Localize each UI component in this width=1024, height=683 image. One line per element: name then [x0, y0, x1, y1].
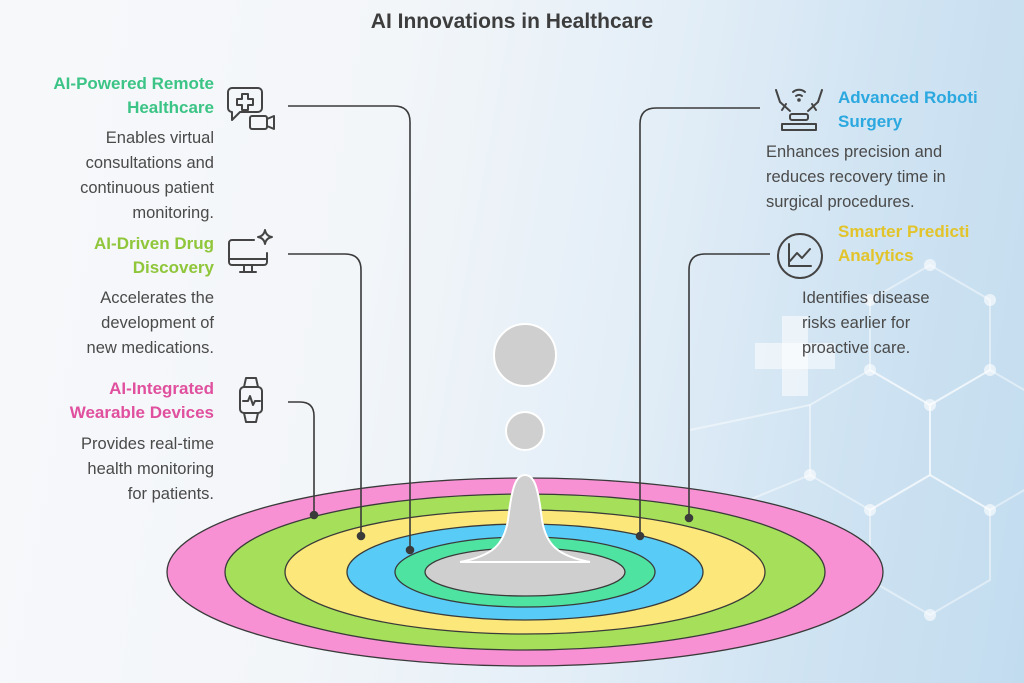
drug-discovery-heading: AI-Driven Drug Discovery	[14, 232, 214, 280]
robotic-heading-line-2: Surgery	[838, 112, 903, 131]
remote-desc-line-2: consultations and	[85, 154, 214, 172]
connector-predictive	[688, 253, 770, 518]
robotic-surgery-description: Enhances precision and reduces recovery …	[766, 140, 1006, 215]
connector-remote	[288, 105, 411, 550]
wearable-heading-line-2: Wearable Devices	[69, 403, 214, 422]
robotic-desc-line-1: Enhances precision and	[766, 143, 943, 161]
remote-heading-line-2: Healthcare	[127, 98, 214, 117]
predictive-heading-line-2: Analytics	[838, 246, 914, 265]
wearable-heading-line-1: AI-Integrated	[109, 379, 214, 398]
robotic-desc-line-3: surgical procedures.	[766, 193, 915, 211]
remote-desc-line-4: monitoring.	[132, 204, 214, 222]
connector-dot-predictive	[684, 513, 694, 523]
robotic-arm-icon	[775, 88, 823, 131]
drug-desc-line-3: new medications.	[86, 339, 214, 357]
predictive-desc-line-3: proactive care.	[802, 339, 911, 357]
remote-desc-line-1: Enables virtual	[105, 129, 214, 147]
robotic-desc-line-2: reduces recovery time in	[766, 168, 946, 186]
connector-drug	[288, 253, 362, 536]
drug-desc-line-1: Accelerates the	[100, 289, 214, 307]
wearable-devices-heading: AI-Integrated Wearable Devices	[14, 377, 214, 425]
connector-robotic	[639, 107, 760, 536]
drop-circle-small	[505, 411, 545, 451]
robotic-heading-line-1: Advanced Roboti	[838, 88, 978, 107]
drop-circle-large	[493, 323, 557, 387]
predictive-analytics-description: Identifies disease risks earlier for pro…	[802, 286, 1002, 361]
connector-wearable	[288, 401, 315, 515]
remote-desc-line-3: continuous patient	[80, 179, 214, 197]
monitor-sparkle-icon	[228, 229, 273, 273]
wearable-desc-line-3: for patients.	[127, 485, 214, 503]
predictive-desc-line-1: Identifies disease	[802, 289, 930, 307]
drug-heading-line-2: Discovery	[132, 258, 214, 277]
connector-dot-drug	[356, 531, 366, 541]
predictive-heading-line-1: Smarter Predicti	[838, 222, 970, 241]
medical-cross-decoration	[755, 316, 835, 396]
robotic-surgery-heading: Advanced Roboti Surgery	[838, 86, 992, 134]
page-title: AI Innovations in Healthcare	[370, 10, 654, 33]
remote-healthcare-heading: AI-Powered Remote Healthcare	[14, 72, 214, 120]
connector-dot-wearable	[309, 510, 319, 520]
predictive-desc-line-2: risks earlier for	[802, 314, 911, 332]
remote-heading-line-1: AI-Powered Remote	[53, 74, 214, 93]
drug-heading-line-1: AI-Driven Drug	[94, 234, 214, 253]
wearable-desc-line-1: Provides real-time	[81, 435, 214, 453]
telehealth-icon	[227, 87, 275, 130]
drug-desc-line-2: development of	[101, 314, 214, 332]
smartwatch-icon	[239, 377, 263, 423]
wearable-desc-line-2: health monitoring	[87, 460, 214, 478]
predictive-analytics-heading: Smarter Predicti Analytics	[838, 220, 992, 268]
connector-dot-remote	[405, 545, 415, 555]
line-chart-icon	[777, 233, 823, 279]
drug-discovery-description: Accelerates the development of new medic…	[14, 286, 214, 361]
wearable-devices-description: Provides real-time health monitoring for…	[14, 432, 214, 507]
connector-dot-robotic	[635, 531, 645, 541]
drop-splash	[459, 473, 591, 563]
remote-healthcare-description: Enables virtual consultations and contin…	[14, 126, 214, 226]
center-drop	[459, 323, 591, 563]
